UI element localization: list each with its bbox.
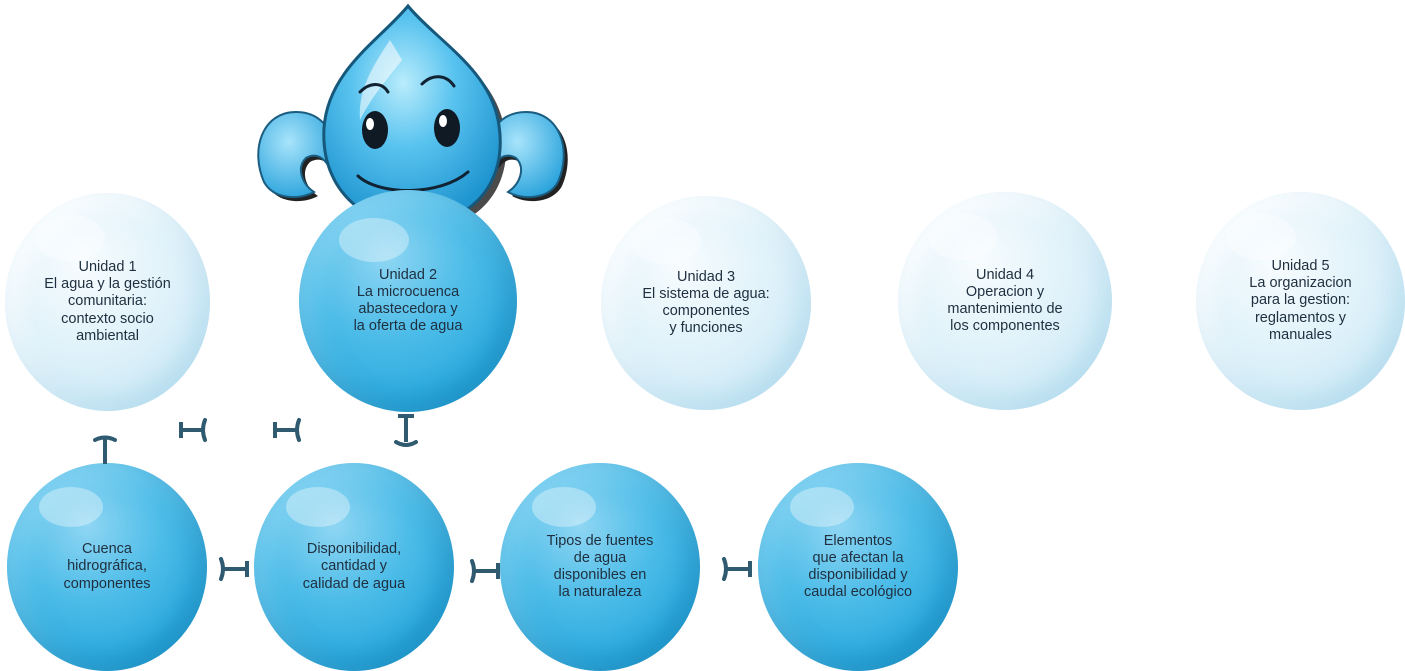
connector-left-arrow-1 <box>179 418 207 442</box>
unit-5-bubble: Unidad 5 La organizacion para la gestion… <box>1196 192 1405 410</box>
unit-2-bubble: Unidad 2 La microcuenca abastecedora y l… <box>299 190 517 412</box>
unit-2-label: Unidad 2 La microcuenca abastecedora y l… <box>353 266 463 335</box>
topic-2-label: Disponibilidad, cantidad y calidad de ag… <box>302 541 406 592</box>
unit-3-label: Unidad 3 El sistema de agua: componentes… <box>642 268 770 337</box>
topic-4-label: Elementos que afectan la disponibilidad … <box>803 532 913 601</box>
unit-4-bubble: Unidad 4 Operacion y mantenimiento de lo… <box>898 192 1112 410</box>
unit-3-bubble: Unidad 3 El sistema de agua: componentes… <box>601 196 811 410</box>
topic-1-label: Cuenca hidrográfica, componentes <box>63 541 151 592</box>
connector-right-arrow-1 <box>219 557 249 581</box>
topic-4-bubble: Elementos que afectan la disponibilidad … <box>758 463 958 671</box>
topic-3-label: Tipos de fuentes de agua disponibles en … <box>546 532 654 601</box>
unit-1-label: Unidad 1 El agua y la gestión comunitari… <box>44 259 171 344</box>
connector-left-arrow-2 <box>273 418 301 442</box>
unit-4-label: Unidad 4 Operacion y mantenimiento de lo… <box>947 266 1063 335</box>
connector-right-arrow-3 <box>722 557 752 581</box>
topic-2-bubble: Disponibilidad, cantidad y calidad de ag… <box>254 463 454 671</box>
connector-vertical-unit1 <box>93 435 117 464</box>
unit-1-bubble: Unidad 1 El agua y la gestión comunitari… <box>5 193 210 411</box>
topic-1-bubble: Cuenca hidrográfica, componentes <box>7 463 207 671</box>
unit-5-label: Unidad 5 La organizacion para la gestion… <box>1249 258 1352 343</box>
topic-3-bubble: Tipos de fuentes de agua disponibles en … <box>500 463 700 671</box>
connector-vertical-unit2 <box>394 414 418 447</box>
connector-right-arrow-2 <box>470 559 500 583</box>
